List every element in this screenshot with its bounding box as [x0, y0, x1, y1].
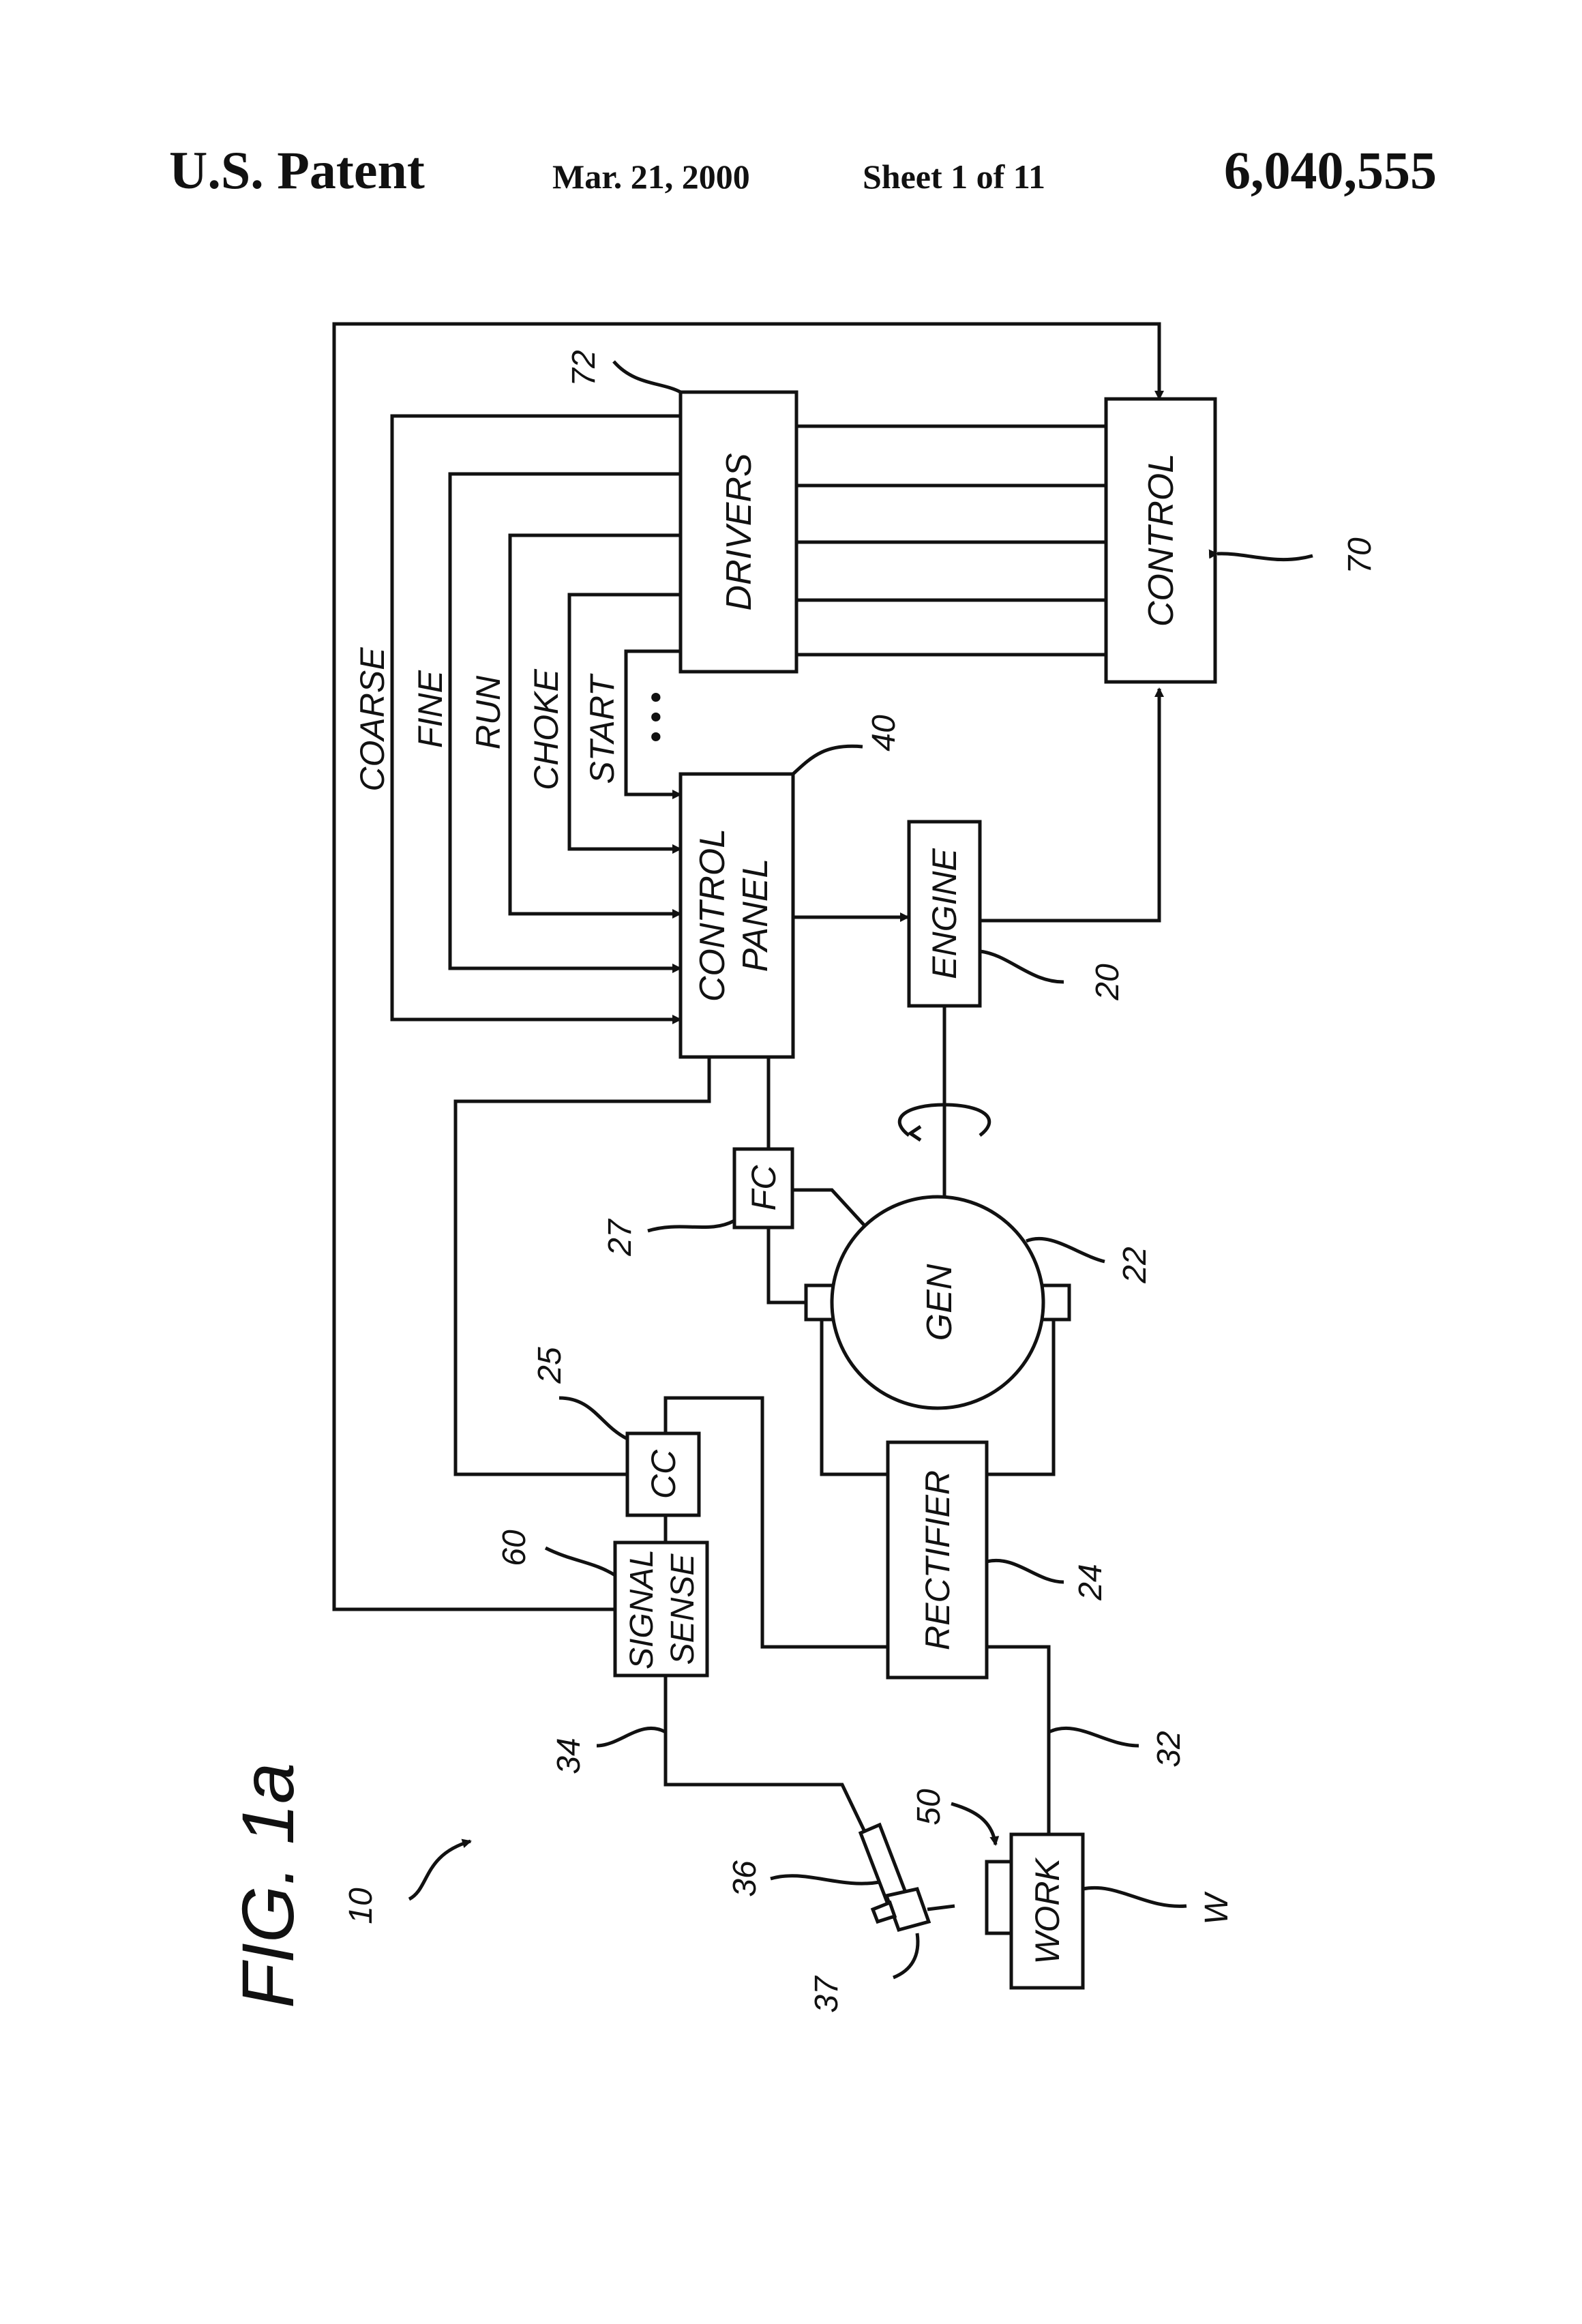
signal-run: RUN [469, 675, 507, 749]
driver-control-lines [796, 426, 1106, 655]
ref-32: 32 [1151, 1731, 1187, 1767]
leader-32 [1049, 1728, 1139, 1746]
ref-37: 37 [809, 1975, 845, 2013]
control-label: CONTROL [1141, 453, 1181, 627]
torch-icon [861, 1825, 955, 1978]
signal-sense-label-2: SENSE [665, 1553, 701, 1665]
control-panel-label-1: CONTROL [693, 829, 732, 1002]
ref-25: 25 [532, 1347, 568, 1384]
ref-40: 40 [866, 715, 902, 751]
ref-50-pointer [951, 1804, 996, 1845]
ref-24: 24 [1073, 1564, 1109, 1600]
rectifier-to-work [987, 1647, 1049, 1864]
engine-to-control [980, 689, 1159, 921]
ref-27: 27 [602, 1218, 638, 1257]
panel-to-cc [456, 1057, 709, 1474]
ref-60: 60 [496, 1530, 533, 1566]
fc-to-gen [792, 1190, 869, 1231]
signal-more-dots: • • • [638, 692, 673, 743]
ref-22: 22 [1117, 1247, 1153, 1283]
leader-w [1083, 1888, 1186, 1906]
ref-72: 72 [566, 350, 602, 386]
leader-27 [648, 1221, 734, 1231]
cc-label: CC [644, 1449, 683, 1499]
leader-70 [1217, 554, 1313, 560]
leader-24 [987, 1560, 1064, 1582]
ref-36: 36 [727, 1860, 763, 1897]
leader-20 [980, 951, 1064, 982]
leader-34 [597, 1728, 666, 1746]
leader-72 [614, 361, 681, 392]
rectifier-label: RECTIFIER [919, 1470, 957, 1650]
gen-brush-right [1042, 1285, 1069, 1320]
leader-60 [546, 1548, 615, 1575]
control-panel-label-2: PANEL [736, 859, 775, 972]
fc-to-gen-left [768, 1227, 806, 1302]
gen-brush-left [806, 1285, 833, 1320]
gen-label: GEN [920, 1264, 959, 1341]
ref-20: 20 [1090, 964, 1126, 1001]
ref-w: W [1199, 1891, 1235, 1925]
drivers-label: DRIVERS [719, 453, 759, 610]
sense-to-torch [666, 1674, 866, 1834]
ref-34: 34 [551, 1738, 587, 1774]
signal-sense-label-1: SIGNAL [624, 1549, 660, 1669]
ref-10: 10 [343, 1888, 379, 1924]
ref-50: 50 [911, 1789, 947, 1826]
signal-fine: FINE [411, 670, 449, 748]
figure-title: FIG. 1a [226, 1763, 309, 2008]
ref-70: 70 [1342, 537, 1378, 574]
signal-start: START [583, 673, 621, 784]
leader-36 [771, 1876, 880, 1883]
fc-label: FC [745, 1165, 783, 1211]
work-label: WORK [1028, 1857, 1066, 1965]
signal-coarse: COARSE [353, 647, 391, 792]
leader-22 [1026, 1238, 1105, 1262]
leader-25 [559, 1398, 627, 1439]
signal-choke: CHOKE [527, 668, 565, 790]
leader-10 [409, 1841, 471, 1899]
leader-40 [793, 746, 863, 774]
engine-label: ENGINE [925, 848, 964, 979]
